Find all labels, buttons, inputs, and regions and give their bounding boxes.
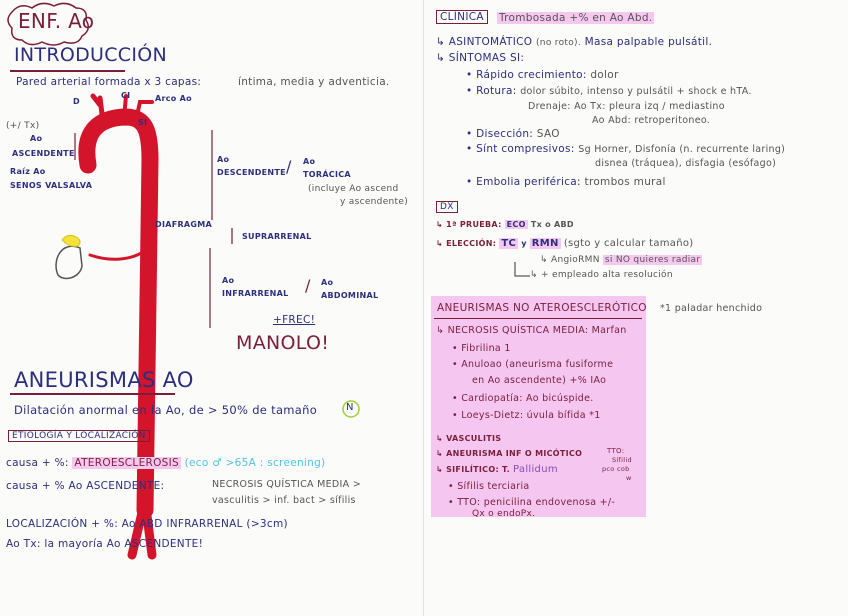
label: DIAFRAGMA bbox=[155, 220, 213, 229]
page-fold bbox=[423, 0, 424, 616]
label: Ao bbox=[217, 155, 230, 164]
label: INFRARRENAL bbox=[222, 289, 289, 298]
aorta-shape bbox=[78, 93, 159, 560]
text: ↳ 1ª PRUEBA: ECO Tx o ABD bbox=[436, 220, 574, 229]
arrows bbox=[74, 130, 233, 328]
text: • Loeys-Dietz: úvula bífida *1 bbox=[452, 410, 601, 421]
divider bbox=[10, 393, 175, 395]
text: • Sínt compresivos: Sg Horner, Disfonía … bbox=[466, 143, 786, 155]
label: D bbox=[73, 97, 80, 106]
label: Raíz Ao bbox=[10, 167, 46, 176]
text: • Fibrilina 1 bbox=[452, 343, 511, 354]
text: Ao Tx: la mayoría Ao ASCENDENTE! bbox=[6, 538, 204, 550]
text: LOCALIZACIÓN + %: Ao ABD INFRARRENAL (>3… bbox=[6, 518, 288, 530]
label: ASCENDENTE bbox=[12, 149, 75, 158]
divider bbox=[434, 318, 642, 319]
text: íntima, media y adventicia. bbox=[238, 76, 390, 88]
text: • Cardiopatía: Ao bicúspide. bbox=[452, 393, 594, 404]
adrenal-icon bbox=[61, 234, 81, 247]
label: SENOS VALSALVA bbox=[10, 181, 93, 190]
text: • TTO: penicilina endovenosa +/- bbox=[448, 497, 616, 508]
title-cloud bbox=[7, 2, 89, 46]
text: • Anuloao (aneurisma fusiforme bbox=[452, 359, 614, 370]
text: *1 paladar henchido bbox=[660, 303, 763, 314]
text: TTO: bbox=[607, 447, 625, 455]
text: • Embolia periférica: trombos mural bbox=[466, 176, 666, 188]
text: • Sífilis terciaria bbox=[448, 481, 530, 492]
page-title: ENF. Ao bbox=[18, 9, 95, 33]
label: SUPRARRENAL bbox=[242, 232, 312, 241]
label: Arco Ao bbox=[155, 94, 192, 103]
text: ↳ SIFILÍTICO: T. Pallidum bbox=[436, 464, 558, 475]
text: Qx o endoPx. bbox=[472, 509, 536, 519]
text: ↳ ASINTOMÁTICO (no roto). Masa palpable … bbox=[436, 36, 713, 48]
text: causa + %: ATEROESCLEROSIS (eco ♂ >65A :… bbox=[6, 457, 326, 469]
section-label: DX bbox=[436, 201, 458, 213]
label: TORÁCICA bbox=[303, 170, 351, 179]
label: ABDOMINAL bbox=[321, 291, 379, 300]
text: pco cob bbox=[602, 465, 630, 473]
text: en Ao ascendente) +% IAo bbox=[472, 375, 607, 386]
text: • Rápido crecimiento: dolor bbox=[466, 69, 619, 81]
text: w bbox=[626, 474, 632, 482]
label: CI bbox=[121, 91, 131, 100]
divider bbox=[10, 70, 125, 72]
label: MANOLO! bbox=[236, 332, 330, 354]
kidney-icon bbox=[55, 245, 83, 280]
text: Trombosada +% en Ao Abd. bbox=[497, 12, 655, 24]
section-label: ETIOLOGÍA Y LOCALIZACIÓN bbox=[8, 430, 150, 442]
text: Drenaje: Ao Tx: pleura izq / mediastino bbox=[528, 101, 725, 112]
label: (+/ Tx) bbox=[6, 121, 40, 131]
section-label: CLÍNICA bbox=[436, 10, 488, 24]
n-circle bbox=[342, 400, 360, 418]
label: / bbox=[305, 276, 311, 295]
label: (incluye Ao ascend bbox=[308, 184, 399, 194]
text: ↳ SÍNTOMAS SI: bbox=[436, 52, 525, 64]
text: Pared arterial formada x 3 capas: bbox=[16, 76, 202, 88]
text: Ao Abd: retroperitoneo. bbox=[592, 115, 711, 126]
text: • Disección: SAO bbox=[466, 128, 560, 140]
label: Ao bbox=[321, 278, 334, 287]
text: Dilatación anormal en la Ao, de > 50% de… bbox=[14, 403, 318, 417]
text: ↳ + empleado alta resolución bbox=[530, 270, 673, 280]
label: +FREC! bbox=[273, 314, 316, 326]
label: Ao bbox=[30, 134, 43, 143]
intro-heading: INTRODUCCIÓN bbox=[14, 44, 168, 66]
text: Sífilid bbox=[612, 456, 632, 464]
text: • Rotura: dolor súbito, intenso y pulsát… bbox=[466, 85, 752, 97]
label: Ao bbox=[222, 276, 235, 285]
text: ↳ ANEURISMA INF O MICÓTICO bbox=[436, 449, 583, 458]
text: causa + % Ao ASCENDENTE: bbox=[6, 480, 165, 492]
text: ↳ NECROSIS QUÍSTICA MEDIA: Marfan bbox=[436, 325, 627, 336]
highlight-box-no-atero bbox=[431, 296, 646, 517]
label: / bbox=[286, 157, 292, 176]
label: y ascendente) bbox=[340, 197, 409, 207]
label: DESCENDENTE bbox=[217, 168, 286, 177]
text: vasculitis > inf. bact > sífilis bbox=[212, 495, 356, 506]
text: NECROSIS QUÍSTICA MEDIA > bbox=[212, 479, 362, 490]
text: ↳ AngioRMN si NO quieres radiar bbox=[540, 255, 703, 265]
section-heading: ANEURISMAS NO ATEROESCLERÓTICO bbox=[437, 302, 647, 314]
label: Ao bbox=[303, 157, 316, 166]
label: SI bbox=[138, 118, 148, 127]
label: N bbox=[346, 402, 354, 413]
text: disnea (tráquea), disfagia (esófago) bbox=[595, 158, 777, 169]
text: ↳ ELECCIÓN: TC y RMN (sgto y calcular ta… bbox=[436, 238, 694, 249]
text: ↳ VASCULITIS bbox=[436, 434, 502, 443]
aneurismas-heading: ANEURISMAS AO bbox=[14, 368, 194, 392]
